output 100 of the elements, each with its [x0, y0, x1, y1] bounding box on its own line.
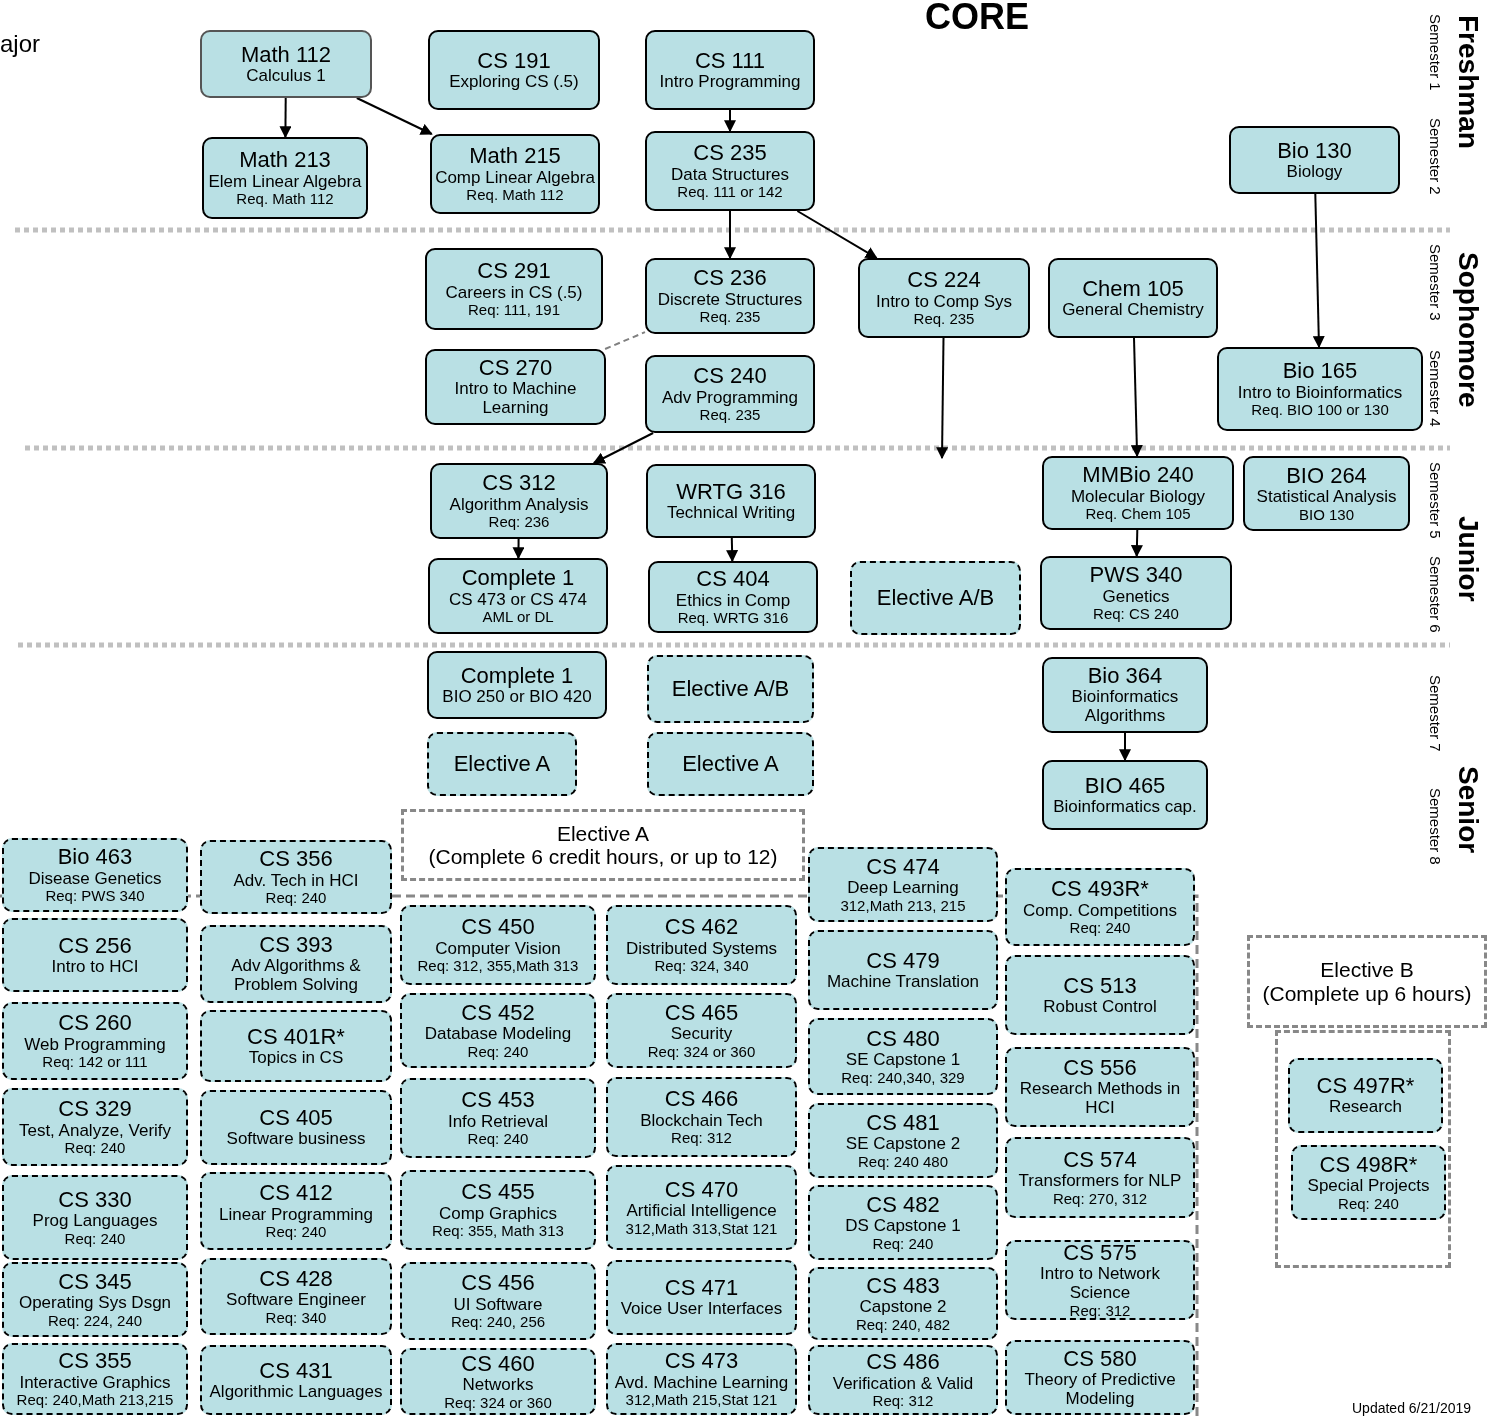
elective-course-box: [400, 1170, 596, 1250]
course-heading: BIO 465: [1084, 773, 1166, 798]
elective-header-box: [1247, 935, 1487, 1028]
semester-label: Semester 3: [1427, 244, 1444, 321]
arrow: [1312, 193, 1325, 349]
elective-course-box: [400, 1348, 596, 1415]
course-description: Adv. Tech in HCI: [233, 871, 359, 891]
semester-label: Semester 4: [1427, 350, 1444, 427]
arrow: [724, 109, 736, 133]
dashed-group-outline: [1275, 1030, 1451, 1268]
course-box: [425, 248, 603, 330]
semester-label: Semester 2: [1427, 118, 1444, 195]
course-heading: CS 431: [259, 1358, 333, 1383]
course-heading: CS 260: [58, 1011, 132, 1036]
elective-course-box: [606, 1077, 797, 1157]
elective-course-box: [808, 1103, 998, 1178]
course-heading: CS 456: [461, 1271, 535, 1296]
course-box: [1042, 657, 1208, 733]
course-description: Comp Graphics: [438, 1204, 558, 1224]
course-note: 312,Math 313,Stat 121: [625, 1220, 778, 1238]
course-description: Topics in CS: [248, 1048, 344, 1068]
course-note: Req. Math 112: [236, 191, 334, 208]
elective-course-box: [808, 1345, 998, 1415]
course-description: Intro to Comp Sys: [875, 292, 1013, 312]
course-box: [1048, 258, 1218, 338]
elective-course-box: [808, 1267, 998, 1340]
course-description: Calculus 1: [246, 66, 326, 86]
course-description: Adv Programming: [661, 388, 799, 408]
course-description: Disease Genetics: [28, 869, 162, 889]
course-description: Info Retrieval: [447, 1112, 549, 1132]
elective-course-box: [1005, 1340, 1195, 1415]
elective-course-box: [808, 1018, 998, 1095]
course-note: Req: 240: [64, 1230, 126, 1248]
course-heading: Elective A: [682, 751, 779, 777]
elective-course-box: [2, 1175, 188, 1260]
elective-course-box: [200, 840, 392, 914]
course-note: Req: 324, 340: [654, 958, 749, 975]
course-heading: CS 465: [664, 1000, 739, 1025]
course-note: AML or DL: [482, 609, 554, 626]
course-description: Web Programming: [24, 1035, 166, 1055]
elective-course-box: [400, 1262, 596, 1340]
course-heading: Elective A/B: [876, 585, 995, 611]
course-description: Biology: [1286, 162, 1343, 182]
course-heading: CS 224: [907, 268, 981, 293]
course-heading: CS 405: [259, 1106, 333, 1131]
course-description: Machine Translation: [826, 972, 980, 992]
course-description: Molecular Biology: [1070, 487, 1206, 507]
elective-course-box: [2, 838, 188, 912]
course-box: [1217, 347, 1423, 431]
arrow: [512, 538, 525, 560]
year-label: Senior: [1452, 766, 1484, 854]
course-description: Intro to Network Science: [1039, 1265, 1161, 1303]
elective-course-box: [808, 1185, 998, 1260]
course-heading: Bio 364: [1087, 664, 1163, 689]
elective-course-box: [2, 1343, 188, 1415]
elective-course-box: [1005, 955, 1195, 1035]
course-description: Algorithm Analysis: [449, 495, 589, 515]
course-heading: CS 473: [664, 1349, 739, 1374]
course-description: Blockchain Tech: [640, 1111, 763, 1131]
course-note: Req: 324 or 360: [647, 1043, 756, 1061]
course-note: Req: 312: [671, 1130, 732, 1147]
course-note: Req. WRTG 316: [677, 610, 789, 627]
arrow: [355, 97, 433, 135]
elective-course-box: [606, 905, 797, 985]
course-description: Distributed Systems: [625, 939, 778, 959]
course-note: Req: 240: [265, 890, 327, 907]
course-description: Data Structures: [670, 165, 790, 185]
course-description: Discrete Structures: [657, 290, 803, 310]
course-description: Prog Languages: [32, 1212, 158, 1231]
course-description: Avd. Machine Learning: [614, 1373, 789, 1393]
course-box: [1040, 556, 1232, 630]
course-heading: Bio 165: [1282, 359, 1358, 384]
course-box: [645, 30, 815, 110]
course-heading: CS 401R*: [247, 1024, 345, 1049]
course-description: Security: [670, 1025, 733, 1044]
course-note: Req: 111, 191: [468, 302, 560, 319]
title: CORE: [925, 0, 1029, 38]
course-note: Req. BIO 100 or 130: [1251, 402, 1389, 419]
elective-course-box: [200, 925, 392, 1003]
course-description: Capstone 2: [859, 1298, 947, 1317]
course-heading: CS 479: [866, 948, 940, 973]
course-heading: CS 345: [58, 1269, 132, 1294]
course-heading: CS 474: [866, 854, 940, 879]
elective-note: (Complete 6 credit hours, or up to 12): [428, 845, 778, 869]
course-note: Req. 111 or 142: [677, 184, 783, 201]
course-note: Req: 240: [265, 1224, 327, 1241]
elective-course-box: [427, 732, 577, 796]
course-description: Intro to HCI: [51, 957, 139, 977]
elective-heading: Elective A: [556, 821, 650, 845]
course-description: SE Capstone 2: [845, 1135, 961, 1154]
arrow: [1130, 529, 1143, 558]
course-note: 312,Math 215,Stat 121: [625, 1392, 778, 1409]
course-description: BIO 250 or BIO 420: [442, 687, 592, 707]
course-box: [428, 30, 600, 110]
elective-course-box: [2, 1088, 188, 1166]
course-heading: CS 513: [1063, 973, 1137, 998]
elective-course-box: [606, 1260, 797, 1335]
connector-line: [604, 331, 646, 350]
course-description: Theory of Predictive Modeling: [1023, 1370, 1177, 1409]
course-heading: CS 240: [693, 364, 767, 389]
